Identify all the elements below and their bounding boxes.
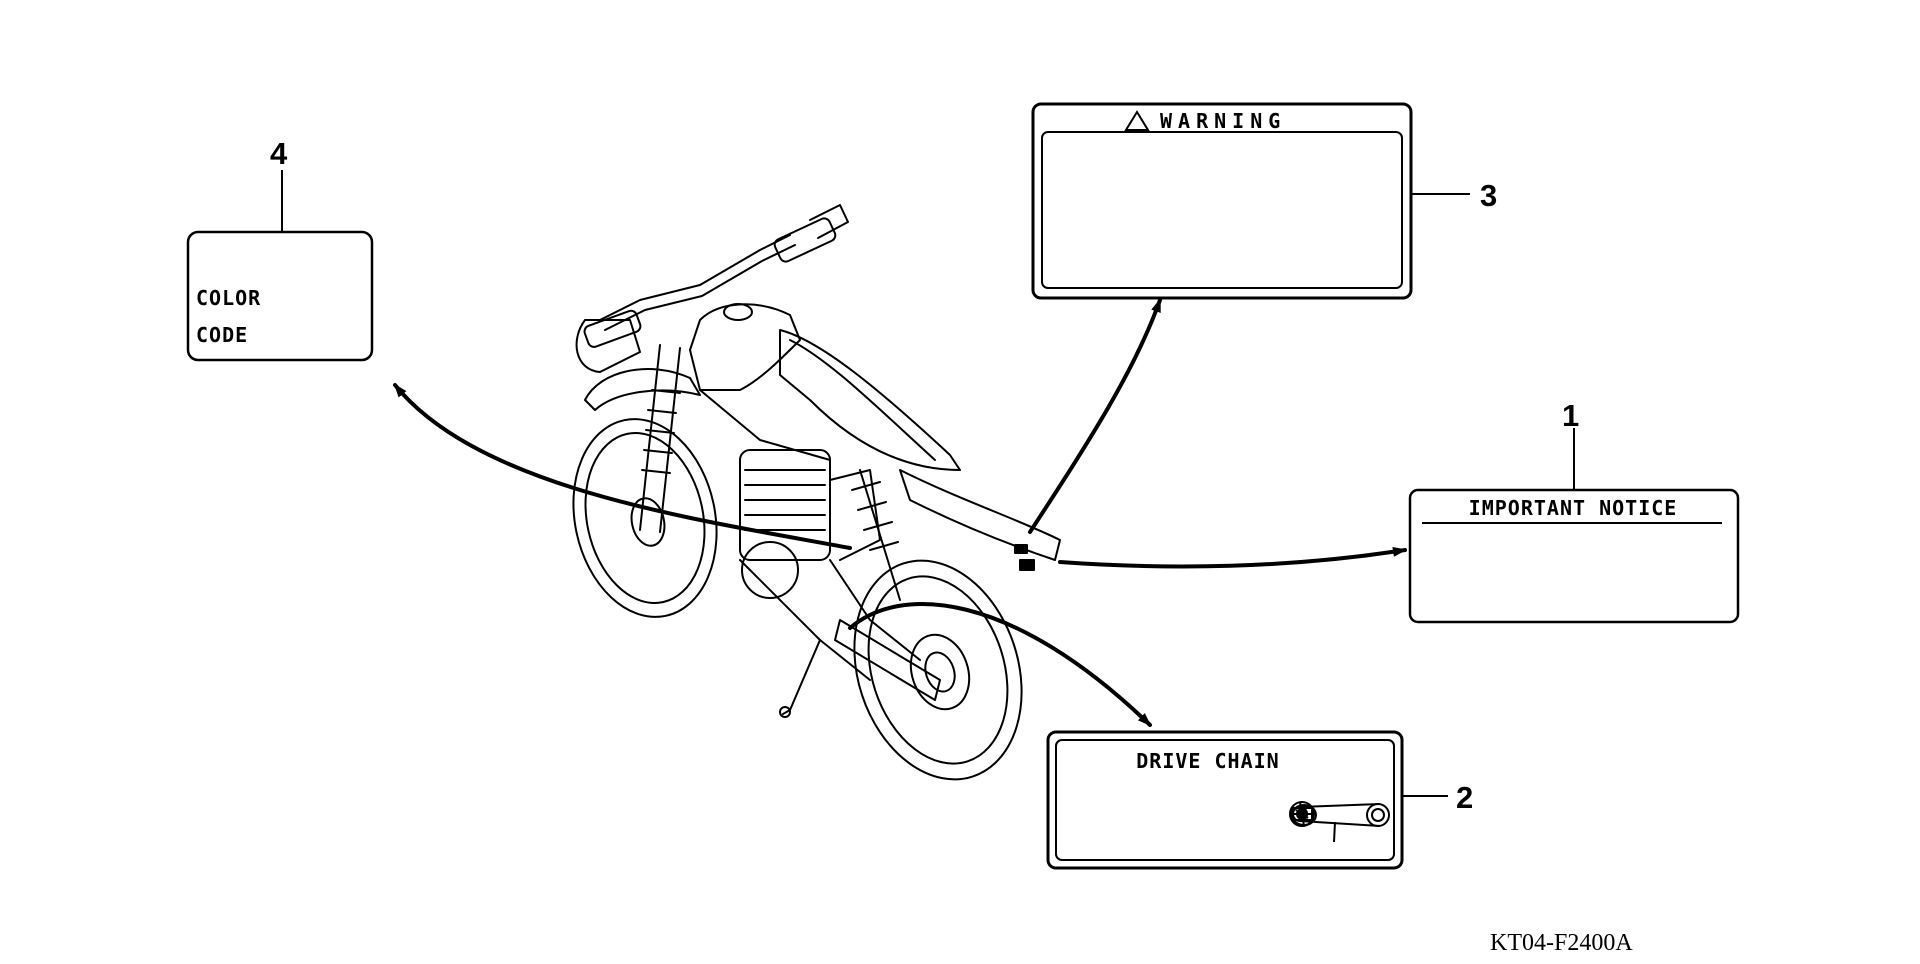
warning-label: WARNING xyxy=(1031,102,1413,300)
drive-chain-title: DRIVE CHAIN xyxy=(1136,749,1279,773)
arrow-to-color-code xyxy=(393,383,852,550)
diagram-code: KT04-F2400A xyxy=(1490,930,1633,956)
warning-title: WARNING xyxy=(1160,109,1286,133)
color-code-label: COLOR CODE xyxy=(186,230,374,362)
important-notice-title: IMPORTANT NOTICE xyxy=(1469,496,1678,520)
motorcycle-illustration xyxy=(572,204,1061,781)
color-code-line2: CODE xyxy=(196,323,248,347)
arrow-to-drive-chain xyxy=(848,602,1152,727)
callout-2: 2 xyxy=(1456,780,1473,815)
warning-triangle-icon xyxy=(1124,110,1150,131)
drive-chain-pictogram xyxy=(1292,803,1390,843)
callout-3: 3 xyxy=(1480,178,1497,213)
pointer-arrows xyxy=(393,298,1407,727)
drive-chain-label: DRIVE CHAIN xyxy=(1046,730,1404,870)
important-notice-label: IMPORTANT NOTICE xyxy=(1408,488,1740,624)
callout-1: 1 xyxy=(1562,398,1579,433)
arrow-to-important-notice xyxy=(1058,546,1407,569)
arrow-to-warning xyxy=(1028,298,1162,534)
callout-4: 4 xyxy=(270,136,288,171)
color-code-line1: COLOR xyxy=(196,286,261,310)
